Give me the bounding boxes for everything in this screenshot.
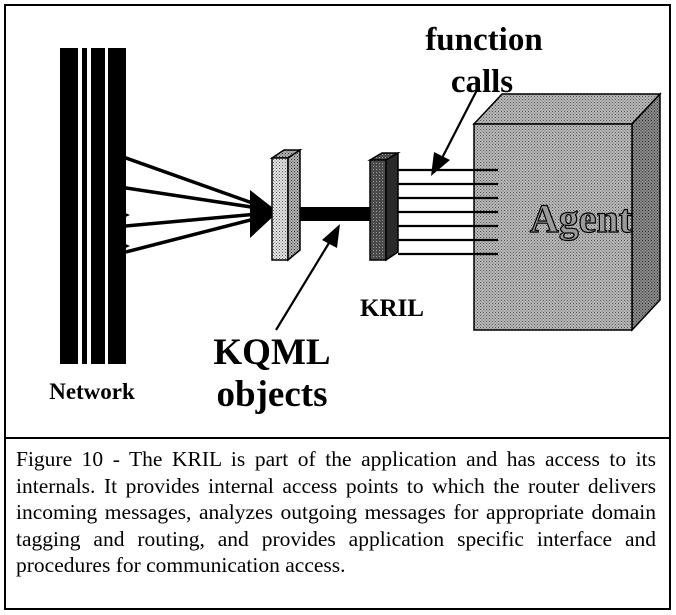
kril-label: KRIL [360, 295, 424, 322]
kqml-kril-connector [300, 207, 372, 221]
figure-frame [4, 4, 671, 610]
kril-to-agent-lines [398, 168, 498, 256]
network-to-kqml-arrows [125, 156, 259, 254]
kril-box [367, 151, 401, 262]
function-calls-label-line2: calls [451, 64, 513, 100]
kqml-arrowhead [250, 190, 278, 238]
function-calls-label-line1: function [425, 22, 542, 58]
kqml-objects-label-line2: objects [217, 374, 328, 415]
agent-label: Agent [530, 196, 633, 241]
kqml-label-arrow [275, 224, 340, 331]
kqml-object-box [269, 148, 303, 262]
network-bus [60, 48, 130, 364]
kqml-objects-label-line1: KQML [213, 332, 330, 373]
network-label: Network [49, 379, 135, 404]
function-calls-arrow [431, 87, 479, 176]
caption-divider [4, 437, 671, 439]
figure-caption: Figure 10 - The KRIL is part of the appl… [16, 447, 656, 577]
kril-diagram: function calls Agent KRIL KQML objects N… [49, 22, 662, 415]
